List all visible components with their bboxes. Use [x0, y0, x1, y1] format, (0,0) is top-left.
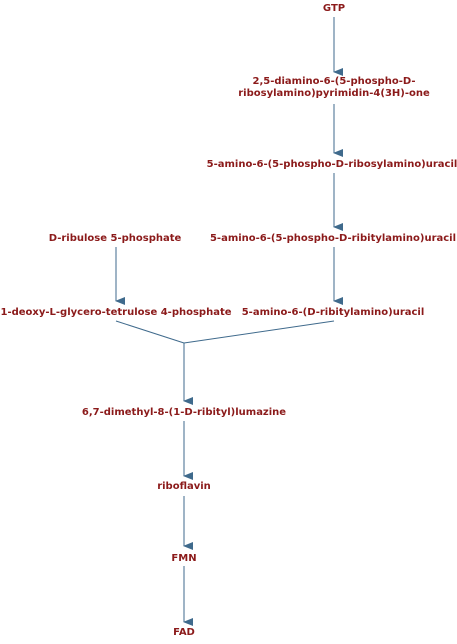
node-ribitylamino-uracil: 5-amino-6-(D-ribitylamino)uracil	[241, 307, 425, 318]
merge-line-left	[115, 320, 185, 344]
node-gtp: GTP	[322, 3, 346, 14]
merge-line-right	[183, 320, 335, 344]
node-diamino-line2: ribosylamino)pyrimidin-4(3H)-one	[238, 88, 430, 99]
node-amino-uracil: 5-amino-6-(5-phospho-D-ribosylamino)urac…	[206, 159, 457, 170]
node-fad: FAD	[173, 627, 195, 638]
node-diamino: 2,5-diamino-6-(5-phospho-D- ribosylamino…	[238, 76, 430, 100]
node-riboflavin: riboflavin	[157, 481, 211, 492]
node-fmn: FMN	[171, 553, 197, 564]
node-lumazine: 6,7-dimethyl-8-(1-D-ribityl)lumazine	[81, 407, 287, 418]
node-deoxy-tetrulose: 1-deoxy-L-glycero-tetrulose 4-phosphate	[0, 307, 232, 318]
node-d-ribulose: D-ribulose 5-phosphate	[48, 233, 182, 244]
node-diamino-line1: 2,5-diamino-6-(5-phospho-D-	[252, 76, 416, 87]
node-ribitylamino-phospho: 5-amino-6-(5-phospho-D-ribitylamino)urac…	[209, 233, 457, 244]
